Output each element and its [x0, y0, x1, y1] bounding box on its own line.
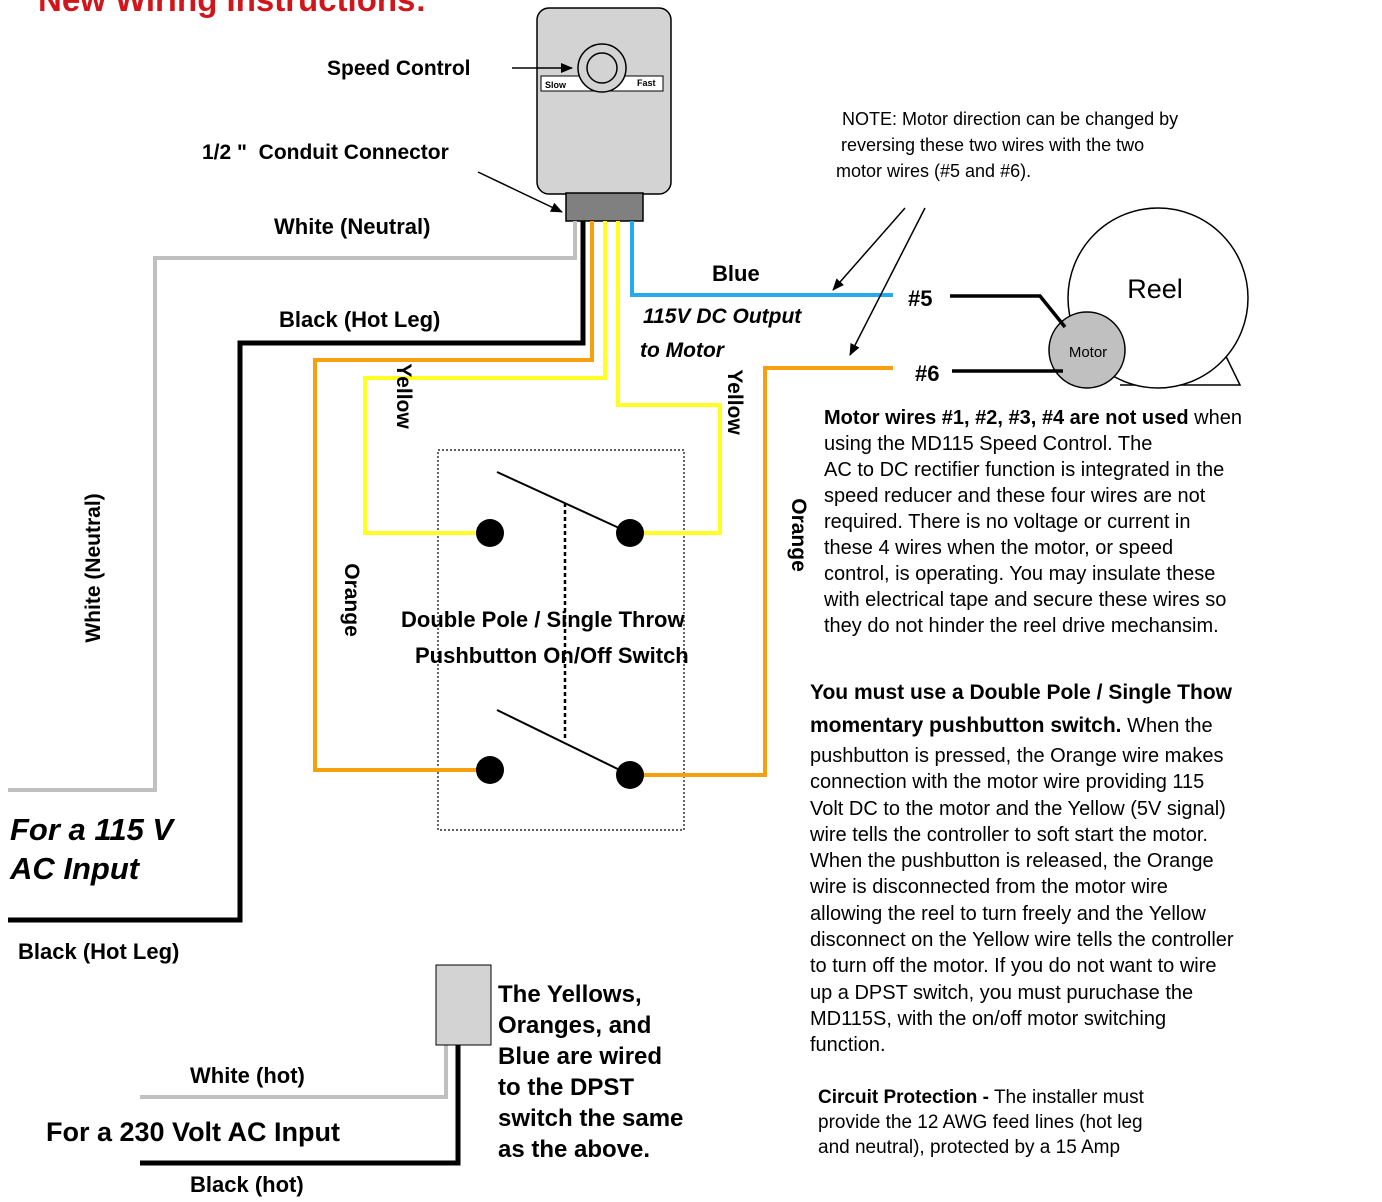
paragraph-line: Circuit Protection - The installer must	[818, 1085, 1144, 1110]
white-neutral-top-label: White (Neutral)	[274, 214, 431, 239]
paragraph-text: The installer must	[989, 1087, 1144, 1108]
paragraph-line: allowing the reel to turn freely and the…	[810, 902, 1206, 925]
dpst-heading-line1: You must use a Double Pole / Single Thow	[810, 681, 1232, 704]
speed-control-box	[536, 7, 672, 195]
paragraph-line: wire is disconnected from the motor wire	[810, 876, 1168, 899]
paragraph-line: these 4 wires when the motor, or speed	[824, 537, 1174, 559]
orange-wire-left	[313, 221, 594, 772]
fast-label: Fast	[637, 78, 656, 88]
paragraph-line: connection with the motor wire providing…	[810, 771, 1205, 794]
conduit-arrow	[477, 171, 563, 213]
page-title: New Wiring Instructions:	[38, 0, 426, 19]
paragraph-line: When the pushbutton is released, the Ora…	[810, 850, 1214, 873]
paragraph-line: momentary pushbutton switch. When the	[810, 709, 1234, 743]
blue-label: Blue	[712, 261, 760, 286]
slow-label: Slow	[545, 80, 567, 90]
switch-blade-top	[496, 471, 631, 534]
wire-6-label: #6	[915, 361, 939, 386]
input-230-label: For a 230 Volt AC Input	[46, 1117, 341, 1147]
yellow-wire-right	[616, 221, 722, 535]
white-hot-wire	[140, 1036, 448, 1099]
paragraph-line: AC to DC rectifier function is integrate…	[824, 459, 1225, 481]
conduit-connector	[565, 192, 644, 222]
switch-box	[437, 449, 685, 831]
yellow-left-label: Yellow	[392, 363, 415, 429]
paragraph-line: Motor wires #1, #2, #3, #4 are not used …	[824, 405, 1242, 431]
motor-wires-heading: Motor wires #1, #2, #3, #4 are not used	[824, 407, 1189, 429]
note-arrow-blue	[832, 207, 906, 291]
white-neutral-wire	[8, 221, 577, 792]
dpst-note-line: The Yellows,	[498, 981, 642, 1008]
black-hot-wire	[140, 1036, 461, 1166]
white-neutral-side-label: White (Neutral)	[82, 493, 105, 642]
paragraph-line: provide the 12 AWG feed lines (hot leg	[818, 1112, 1143, 1133]
note-line: reversing these two wires with the two	[836, 135, 1145, 155]
wire-5-label: #5	[908, 286, 932, 311]
paragraph-line: using the MD115 Speed Control. The	[824, 433, 1153, 455]
black-hot-label: Black (hot)	[190, 1172, 304, 1197]
paragraph-line: speed reducer and these four wires are n…	[824, 485, 1206, 507]
blue-wire	[630, 221, 893, 297]
note-line: motor wires (#5 and #6).	[836, 161, 1032, 181]
orange-right-label: Orange	[787, 498, 810, 572]
black-hot-leg-top-label: Black (Hot Leg)	[279, 307, 441, 332]
switch-blade-bottom	[496, 709, 631, 776]
reel-label: Reel	[1127, 274, 1183, 304]
paragraph-line: required. There is no voltage or current…	[824, 511, 1191, 533]
dpst-note-line: as the above.	[498, 1136, 651, 1163]
paragraph-line: wire tells the controller to soft start …	[810, 823, 1208, 846]
speed-control-label: Speed Control	[327, 57, 471, 80]
circuit-protection-heading: Circuit Protection -	[818, 1087, 990, 1108]
black-hot-leg-bottom-label: Black (Hot Leg)	[18, 939, 180, 964]
motor-label: Motor	[1069, 344, 1107, 361]
yellow-wire-left	[363, 221, 607, 535]
motor-wires-paragraph: Motor wires #1, #2, #3, #4 are not used …	[824, 405, 1242, 639]
speed-knob-inner-icon	[586, 52, 618, 84]
circuit-protection-paragraph: Circuit Protection - The installer must …	[818, 1085, 1144, 1160]
input-115-label-line1: For a 115 V	[10, 812, 174, 847]
conduit-connector-label: 1/2 " Conduit Connector	[202, 141, 449, 164]
motor-direction-note: NOTE: Motor direction can be changed by …	[836, 106, 1178, 184]
orange-wire-right	[630, 366, 893, 777]
paragraph-text: when	[1188, 407, 1242, 429]
paragraph-line: pushbutton is pressed, the Orange wire m…	[810, 745, 1224, 767]
paragraph-line: MD115S, with the on/off motor switching	[810, 1007, 1167, 1030]
paragraph-line: with electrical tape and secure these wi…	[824, 589, 1227, 611]
dpst-wiring-note: The Yellows, Oranges, and Blue are wired…	[498, 979, 683, 1165]
dpst-note-line: Blue are wired	[498, 1043, 663, 1070]
switch-contact-bottom-left	[476, 756, 504, 784]
paragraph-line: they do not hinder the reel drive mechan…	[824, 615, 1219, 637]
dpst-heading-line2: momentary pushbutton switch.	[810, 714, 1122, 737]
note-line: NOTE: Motor direction can be changed by	[842, 109, 1179, 129]
orange-left-label: Orange	[340, 563, 363, 637]
input-230-box	[435, 964, 492, 1046]
note-arrow-orange	[849, 207, 926, 356]
yellow-right-label: Yellow	[723, 369, 746, 435]
switch-contact-top-left	[476, 519, 504, 547]
paragraph-line: Volt DC to the motor and the Yellow (5V …	[810, 797, 1226, 820]
paragraph-line: control, is operating. You may insulate …	[824, 563, 1216, 585]
paragraph-line: up a DPST switch, you must puruchase the	[810, 981, 1194, 1004]
paragraph-line: to turn off the motor. If you do not wan…	[810, 955, 1217, 978]
black-hot-leg-wire	[8, 221, 586, 923]
switch-label-line2: Pushbutton On/Off Switch	[415, 643, 689, 668]
motor-wire-5	[950, 294, 1067, 329]
white-hot-label: White (hot)	[190, 1063, 305, 1088]
dpst-note-line: Oranges, and	[498, 1012, 652, 1039]
dpst-note-line: to the DPST	[498, 1074, 634, 1101]
paragraph-text: When the	[1121, 715, 1213, 737]
switch-label-line1: Double Pole / Single Throw	[401, 607, 685, 632]
dpst-note-line: switch the same	[498, 1105, 684, 1132]
dpst-paragraph: You must use a Double Pole / Single Thow…	[810, 676, 1234, 1059]
motor	[1048, 311, 1126, 389]
dc-output-label-line1: 115V DC Output	[643, 305, 802, 328]
paragraph-line: and neutral), protected by a 15 Amp	[818, 1137, 1121, 1158]
paragraph-line: function.	[810, 1034, 886, 1057]
paragraph-line: disconnect on the Yellow wire tells the …	[810, 929, 1234, 952]
dc-output-label-line2: to Motor	[640, 339, 724, 362]
input-115-label-line2: AC Input	[10, 851, 140, 886]
